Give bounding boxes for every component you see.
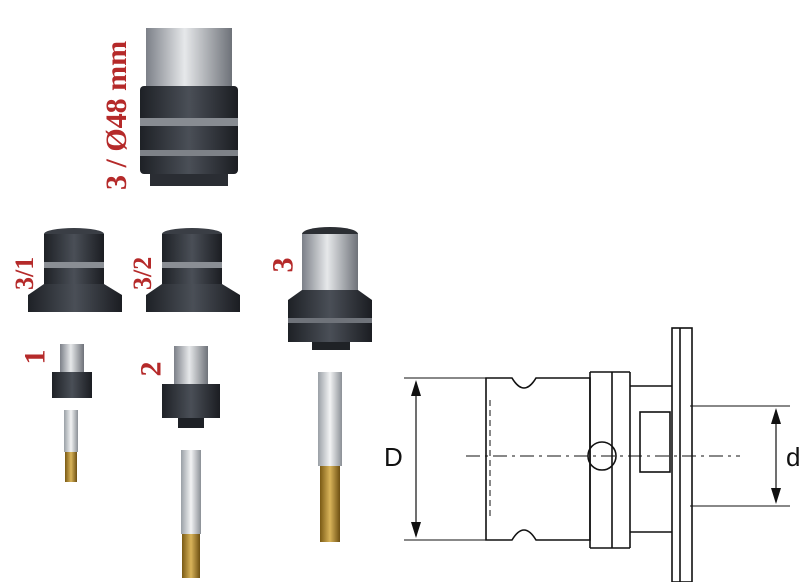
holder-3-48mm-image [140,28,238,186]
holder-3-1-image [28,228,122,312]
holder-3-image [288,227,372,542]
dimension-d-label: d [786,442,801,472]
dimension-D-label: D [384,442,403,472]
holder-2-image [162,346,220,578]
holder-1-image [52,344,92,482]
holder-3-2-image [146,228,240,312]
